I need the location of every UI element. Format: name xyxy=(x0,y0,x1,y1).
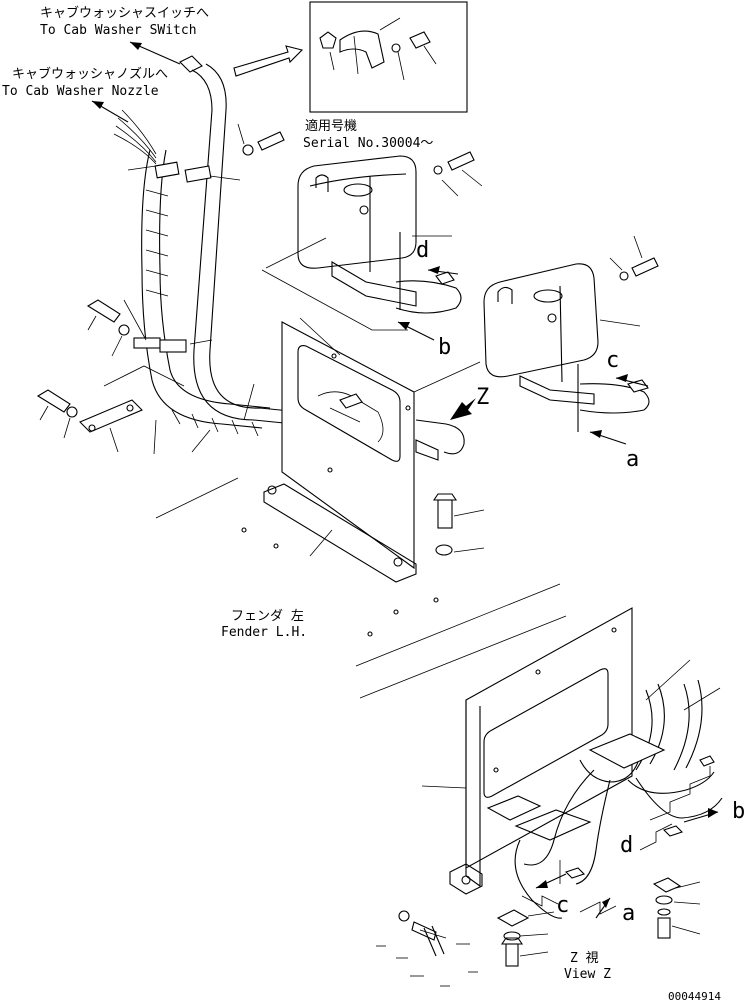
cab-washer-nozzle-label-en: To Cab Washer Nozzle xyxy=(2,84,159,99)
callout-a-top: a xyxy=(626,447,639,472)
callout-d-top: d xyxy=(416,238,429,263)
callout-z: Z xyxy=(476,385,489,410)
callout-c-top-arrow xyxy=(615,374,649,387)
wire-harness xyxy=(36,55,321,519)
callout-c-top: c xyxy=(606,348,619,373)
callout-b-bottom: b xyxy=(732,799,745,824)
view-z-assembly xyxy=(376,607,723,987)
callout-c-bottom-arrow xyxy=(535,873,567,889)
cab-washer-nozzle-label-jp: キャブウォッシャノズルへ xyxy=(12,66,168,82)
view-z-label-en: View Z xyxy=(564,967,611,982)
serial-label-en: Serial No.30004～ xyxy=(303,136,433,151)
callout-b-top: b xyxy=(438,335,451,360)
callout-c-bottom: c xyxy=(556,893,569,918)
callout-a-bottom-arrow xyxy=(595,897,611,919)
fender-label-jp: フェンダ 左 xyxy=(231,609,304,624)
view-z-label-jp: Z 視 xyxy=(570,951,599,966)
callout-d-bottom: d xyxy=(620,833,633,858)
serial-label-jp: 適用号機 xyxy=(305,118,357,134)
callout-a-top-arrow xyxy=(589,430,627,445)
detail-inset-box xyxy=(309,1,468,113)
fender-edge-line-2 xyxy=(359,615,567,699)
bracket-plate xyxy=(241,317,485,637)
callout-b-bottom-arrow xyxy=(683,808,719,823)
washer-tank-right xyxy=(483,235,659,445)
nozzle-leader-arrow xyxy=(91,100,129,123)
drawing-number: 00044914 xyxy=(668,990,721,1003)
callout-b-top-arrow xyxy=(397,321,435,341)
cab-washer-switch-label-jp: キャブウォッシャスイッチへ xyxy=(40,5,209,21)
view-z-arrow xyxy=(450,398,476,420)
fender-edge-line-1 xyxy=(355,583,561,667)
inset-pointer-arrow xyxy=(233,45,304,77)
cab-washer-switch-label-en: To Cab Washer SWitch xyxy=(40,23,197,38)
fender-label-en: Fender L.H. xyxy=(221,625,307,640)
switch-leader-arrow xyxy=(129,41,181,65)
callout-a-bottom: a xyxy=(622,901,635,926)
harness-wrap-hatching xyxy=(145,189,259,437)
callout-d-top-arrow xyxy=(427,266,459,275)
washer-tank-upper xyxy=(261,151,483,341)
